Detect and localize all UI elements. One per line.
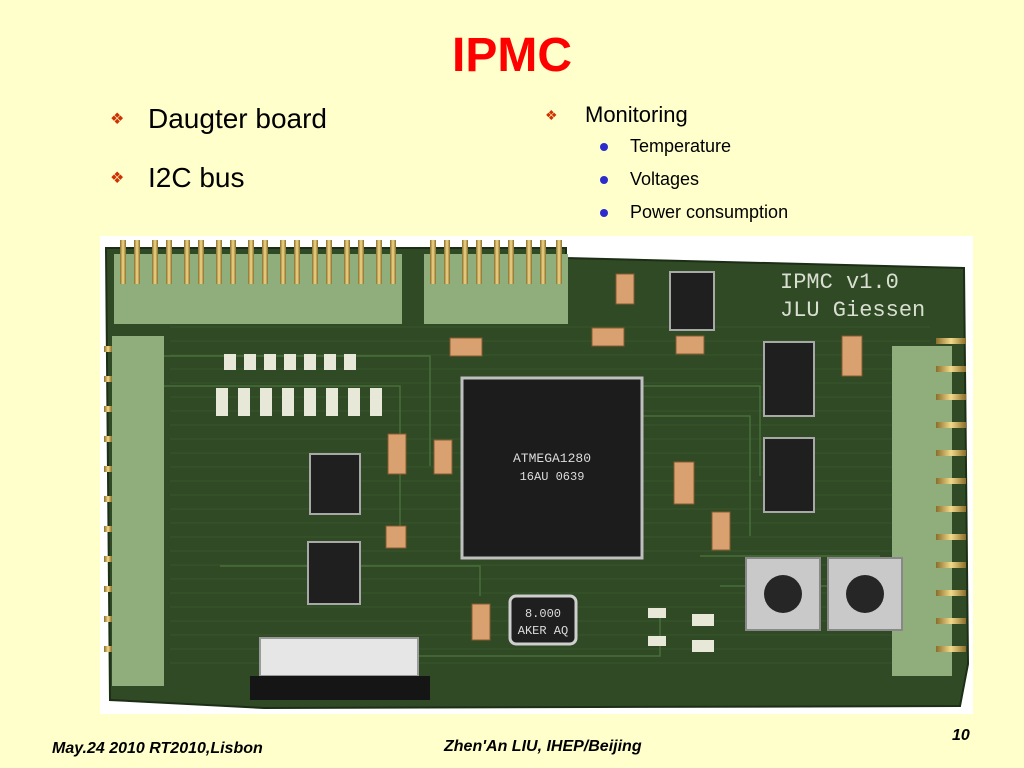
dot-bullet-icon — [600, 142, 608, 151]
top-header-right — [424, 240, 568, 324]
left-header — [104, 336, 164, 686]
bullet-text: I2C bus — [148, 162, 245, 193]
chip-label-line1: ATMEGA1280 — [513, 451, 591, 466]
small-ics — [307, 271, 815, 605]
sub-bullet-temperature: Temperature — [600, 130, 788, 163]
bottom-connector — [250, 637, 430, 700]
slide-number: 10 — [952, 727, 970, 744]
bullet-text: Monitoring — [585, 102, 688, 127]
diamond-bullet-icon: ❖ — [110, 170, 125, 187]
sub-bullet-text: Temperature — [630, 136, 732, 156]
board-photo: IPMC v1.0 JLU Giessen ATMEGA1280 16AU 06… — [100, 236, 973, 714]
footer-author: Zhen'An LIU, IHEP/Beijing — [444, 738, 642, 755]
sub-bullet-text: Power consumption — [630, 202, 789, 222]
push-buttons — [745, 557, 903, 631]
slide-title: IPMC — [452, 29, 572, 82]
top-header-left — [114, 240, 402, 324]
sub-bullet-voltages: Voltages — [600, 163, 788, 196]
dot-bullet-icon — [600, 208, 608, 217]
dot-bullet-icon — [600, 175, 608, 184]
right-bullet-list: ❖ Monitoring Temperature Voltages Power … — [545, 100, 788, 229]
capacitors — [385, 273, 863, 641]
bullet-monitoring: ❖ Monitoring — [545, 100, 788, 130]
sub-bullet-text: Voltages — [630, 169, 700, 189]
silkscreen-line1: IPMC v1.0 — [780, 270, 899, 295]
bullet-i2c-bus: ❖ I2C bus — [110, 159, 327, 197]
silkscreen-line2: JLU Giessen — [780, 298, 925, 323]
crystal-label-line1: 8.000 — [525, 607, 561, 621]
sub-bullet-power: Power consumption — [600, 196, 788, 229]
bullet-text: Daugter board — [148, 103, 328, 134]
diamond-bullet-icon: ❖ — [110, 111, 125, 128]
microcontroller-chip: ATMEGA1280 16AU 0639 — [460, 376, 644, 560]
bullet-daughter-board: ❖ Daugter board — [110, 100, 327, 138]
diamond-bullet-icon: ❖ — [545, 106, 558, 123]
crystal-label-line2: AKER AQ — [518, 624, 568, 638]
leds — [648, 608, 714, 652]
chip-label-line2: 16AU 0639 — [520, 470, 585, 484]
left-bullet-list: ❖ Daugter board ❖ I2C bus — [110, 100, 327, 218]
resistor-row — [216, 354, 382, 416]
footer-date-venue: May.24 2010 RT2010,Lisbon — [52, 740, 263, 757]
crystal-oscillator: 8.000 AKER AQ — [508, 594, 578, 646]
pcb-illustration: IPMC v1.0 JLU Giessen ATMEGA1280 16AU 06… — [104, 240, 970, 710]
